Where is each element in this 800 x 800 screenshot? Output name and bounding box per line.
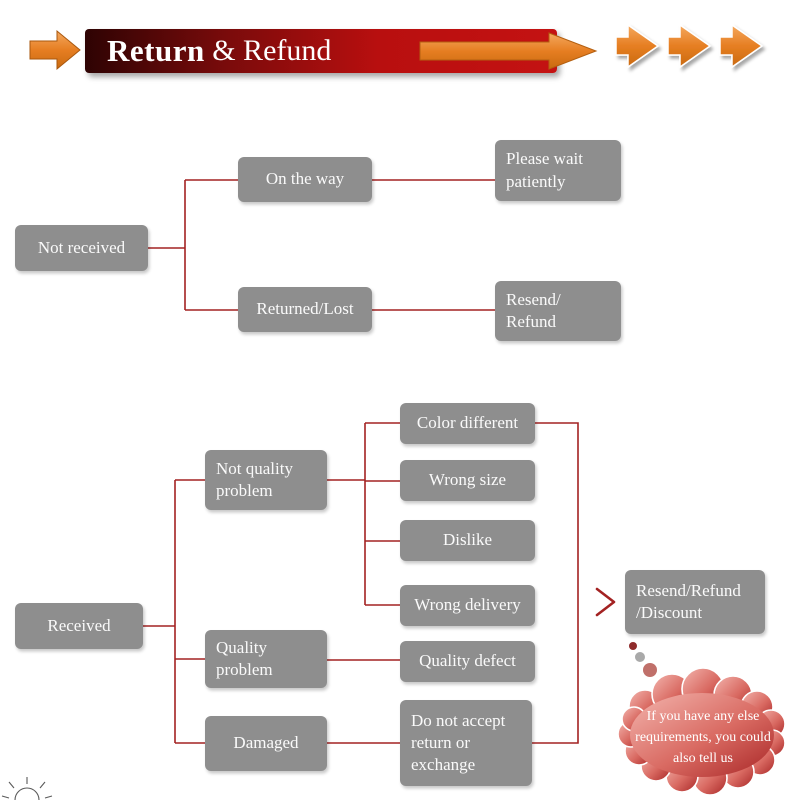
node-quality-problem: Quality problem [205,630,327,688]
node-quality-defect: Quality defect [400,641,535,682]
speech-cloud [617,667,786,796]
triple-chevron-arrow-icons [615,23,764,69]
node-damaged: Damaged [205,716,327,771]
node-received: Received [15,603,143,649]
node-returned-lost: Returned/Lost [238,287,372,332]
thought-trail-dots [629,642,657,677]
chevron-arrow-icon [615,23,660,69]
outcome-chevron-icon [595,587,616,617]
chevron-arrow-icon [719,23,764,69]
node-not-quality: Not quality problem [205,450,327,510]
node-wrong-delivery: Wrong delivery [400,585,535,626]
page-title-rest: & Refund [204,34,332,67]
header-arrow-decorations [29,23,764,71]
node-wrong-size: Wrong size [400,460,535,501]
node-outcome: Resend/Refund /Discount [625,570,765,634]
cloud-note-text: If you have any else requirements, you c… [635,709,771,766]
node-no-return-exchange: Do not accept return or exchange [400,700,532,786]
light-bulb-icon [1,777,53,800]
banner-arrow-icon [419,32,598,70]
connector-outcome-collector [532,422,579,744]
left-block-arrow-icon [29,29,81,71]
connector-not-received-branches [148,179,238,311]
page-title-strong: Return [107,33,205,68]
node-on-the-way: On the way [238,157,372,202]
connector-received-branches [143,479,205,744]
node-resend-refund: Resend/ Refund [495,281,621,341]
connector-not-quality-branches [327,422,400,606]
node-dislike: Dislike [400,520,535,561]
chevron-arrow-icon [667,23,712,69]
node-color-different: Color different [400,403,535,444]
node-please-wait: Please wait patiently [495,140,621,201]
node-not-received: Not received [15,225,148,271]
